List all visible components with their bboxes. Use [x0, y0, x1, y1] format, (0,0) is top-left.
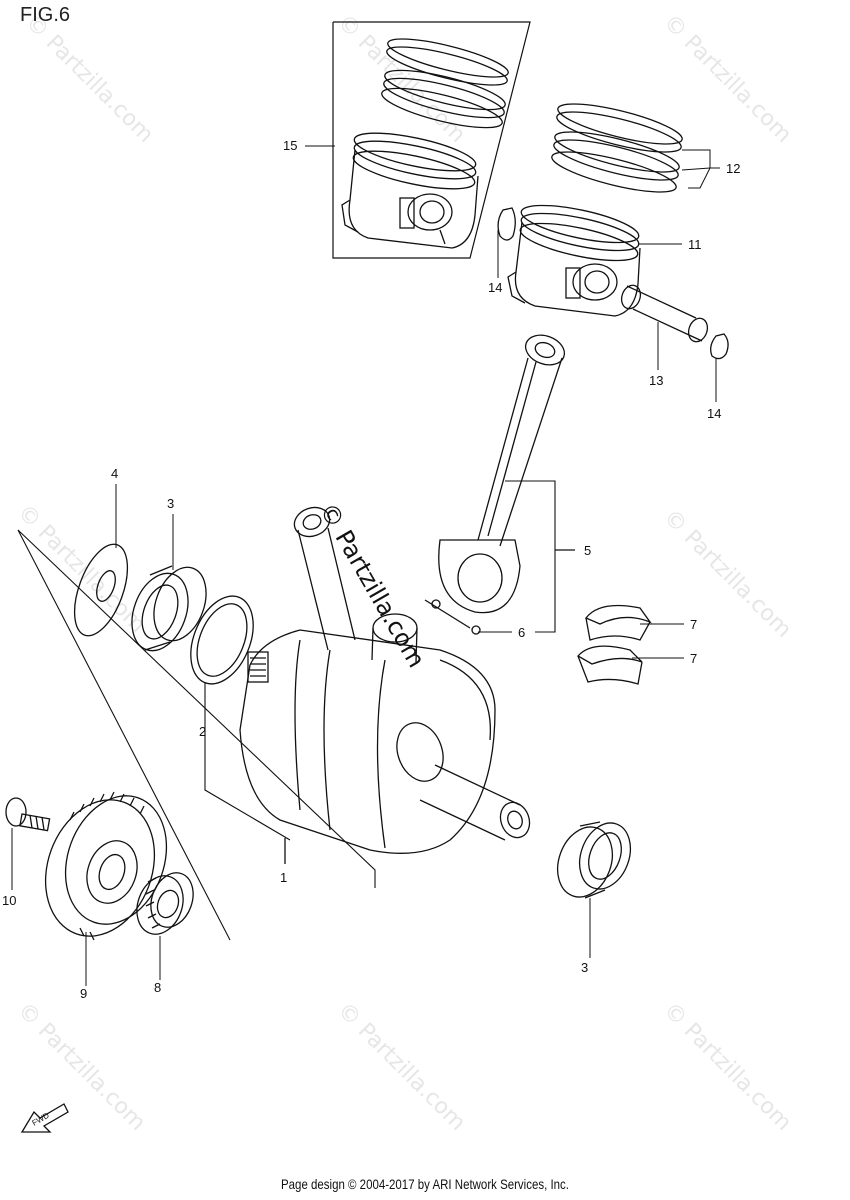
- starter-gear-9: [44, 791, 168, 941]
- piston-ring-set-12: [551, 103, 683, 193]
- callout-3-upper: 3: [167, 496, 174, 511]
- bearing-3-upper: [131, 565, 207, 652]
- callout-10: 10: [2, 893, 16, 908]
- footer-copyright: Page design © 2004-2017 by ARI Network S…: [281, 1176, 569, 1192]
- callout-15: 15: [283, 138, 297, 153]
- figure-label: FIG.6: [20, 4, 71, 26]
- callout-9: 9: [80, 986, 87, 1001]
- bearing-3-lower: [556, 821, 632, 899]
- callout-8: 8: [154, 980, 161, 995]
- callout-4: 4: [111, 466, 118, 481]
- leader-lines: [11, 145, 720, 986]
- set-bracket-15: [332, 21, 531, 259]
- callout-1: 1: [280, 870, 287, 885]
- piston-15: [341, 132, 479, 249]
- gear-8: [136, 872, 194, 935]
- crankshaft-1: [239, 506, 531, 854]
- connecting-rod-5: [424, 334, 566, 635]
- callout-2: 2: [199, 724, 206, 739]
- washer-4: [73, 543, 129, 637]
- bearing-7-upper: [584, 604, 652, 641]
- callout-13: 13: [649, 373, 663, 388]
- callout-12: 12: [726, 161, 740, 176]
- callout-7-lower: 7: [690, 651, 697, 666]
- piston-ring-set-15: [381, 38, 509, 129]
- circlip-14b: [710, 333, 729, 360]
- callout-14-left: 14: [488, 280, 502, 295]
- callout-14-right: 14: [707, 406, 721, 421]
- callout-3-lower: 3: [581, 960, 588, 975]
- callout-6: 6: [518, 625, 525, 640]
- bearing-7-lower: [576, 645, 643, 685]
- callout-5: 5: [584, 543, 591, 558]
- piston-pin-13: [620, 284, 709, 343]
- callout-11: 11: [688, 237, 702, 252]
- fwd-arrow-icon: [20, 1103, 69, 1133]
- circlip-14a: [497, 207, 516, 241]
- shim-2: [190, 595, 254, 685]
- callout-7-upper: 7: [690, 617, 697, 632]
- bolt-10: [5, 797, 51, 832]
